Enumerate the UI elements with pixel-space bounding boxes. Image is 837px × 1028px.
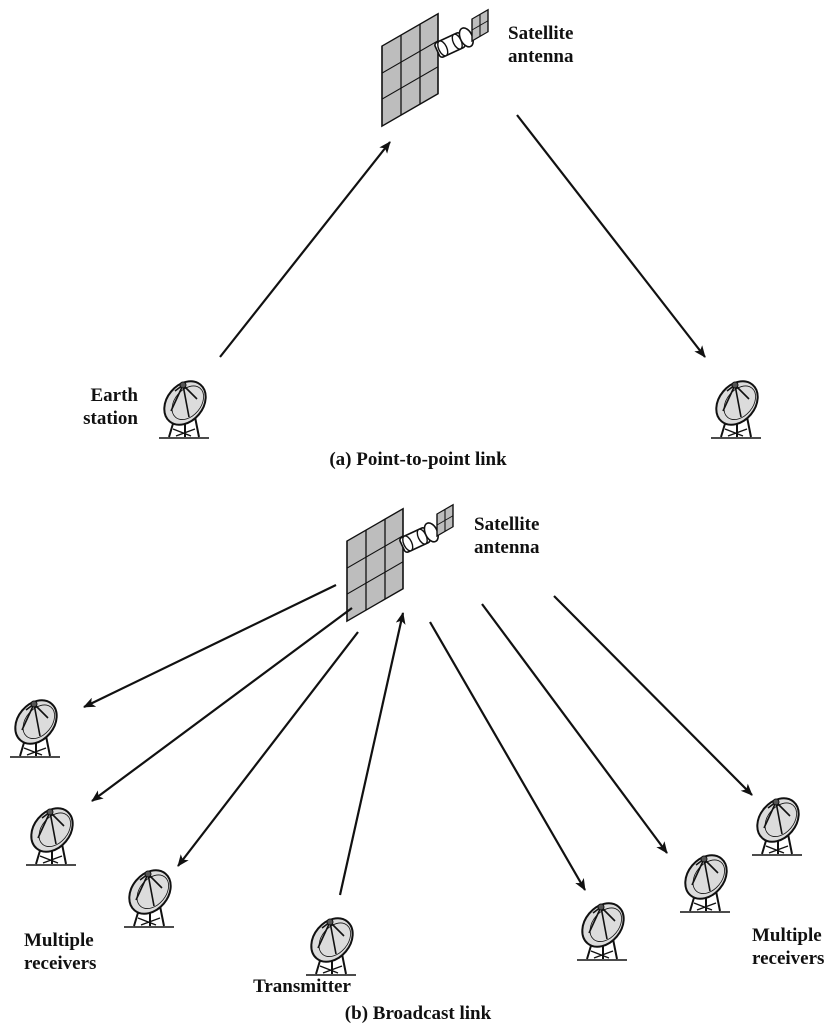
- label-line: Satellite: [508, 23, 574, 44]
- caption-b: (b) Broadcast link: [344, 1003, 492, 1024]
- multiple-receivers-right-label: Multiple receivers: [752, 924, 824, 970]
- receiver-dish-icon: [119, 861, 181, 928]
- satellite-antenna-label-b: Satellite antenna: [474, 513, 539, 559]
- receiver-dish-icon: [747, 789, 809, 856]
- broadcast-arrow: [553, 595, 753, 796]
- label-line: Multiple: [24, 930, 94, 951]
- transmitter-dish-icon: [301, 909, 363, 976]
- broadcast-arrow: [91, 607, 353, 802]
- label-line: station: [83, 408, 138, 429]
- label-line: antenna: [474, 537, 540, 558]
- broadcast-arrow: [83, 584, 337, 708]
- panel-b-broadcast: [5, 503, 809, 976]
- receiver-dish-icon: [21, 799, 83, 866]
- receiver-dish-icon: [675, 846, 737, 913]
- label-line: Multiple: [752, 925, 822, 946]
- satellite-icon: [381, 8, 489, 127]
- uplink-arrow: [338, 612, 406, 896]
- broadcast-arrow: [429, 621, 586, 891]
- uplink-arrow: [219, 141, 391, 358]
- panel-a-point-to-point: [154, 8, 768, 439]
- receiver-dish-icon: [572, 894, 634, 961]
- label-line: receivers: [752, 948, 825, 969]
- receiver-dish-icon: [706, 372, 768, 439]
- broadcast-arrow: [177, 631, 359, 867]
- caption-a: (a) Point-to-point link: [329, 449, 507, 470]
- downlink-arrow: [516, 114, 706, 358]
- receiver-dish-icon: [5, 691, 67, 758]
- earth-station-label: Earth station: [78, 384, 138, 430]
- label-line: receivers: [24, 953, 97, 974]
- broadcast-arrow: [481, 603, 668, 854]
- label-line: Earth: [90, 385, 139, 406]
- label-line: antenna: [508, 46, 574, 67]
- label-line: Satellite: [474, 514, 540, 535]
- satellite-antenna-label-a: Satellite antenna: [508, 22, 573, 68]
- transmitter-label: Transmitter: [253, 976, 351, 997]
- earth-station-dish-icon: [154, 372, 216, 439]
- satellite-icon: [346, 503, 454, 622]
- multiple-receivers-left-label: Multiple receivers: [24, 929, 96, 975]
